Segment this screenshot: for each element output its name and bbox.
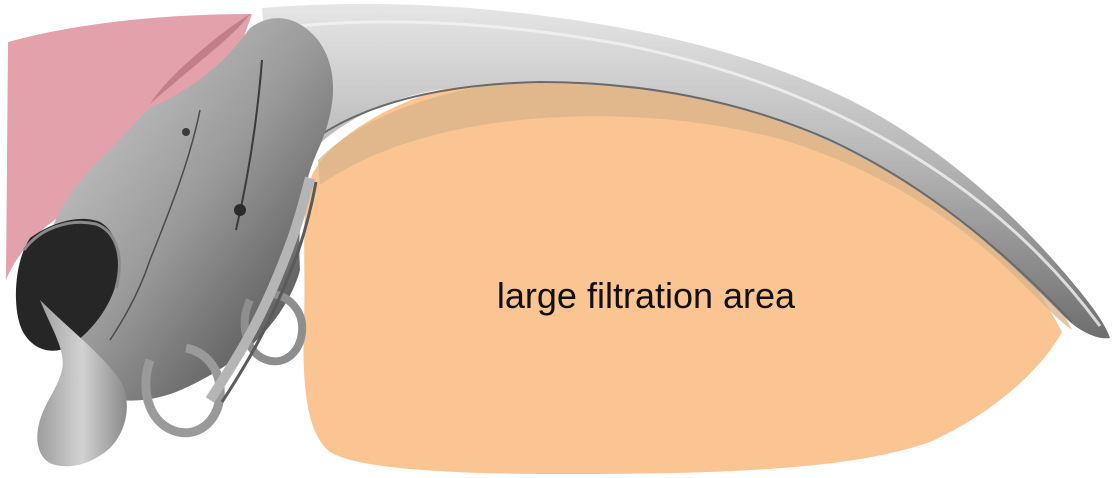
filtration-area-label: large filtration area [497, 275, 796, 316]
skull-foramen [234, 204, 246, 216]
skull-foramen-2 [182, 128, 190, 136]
